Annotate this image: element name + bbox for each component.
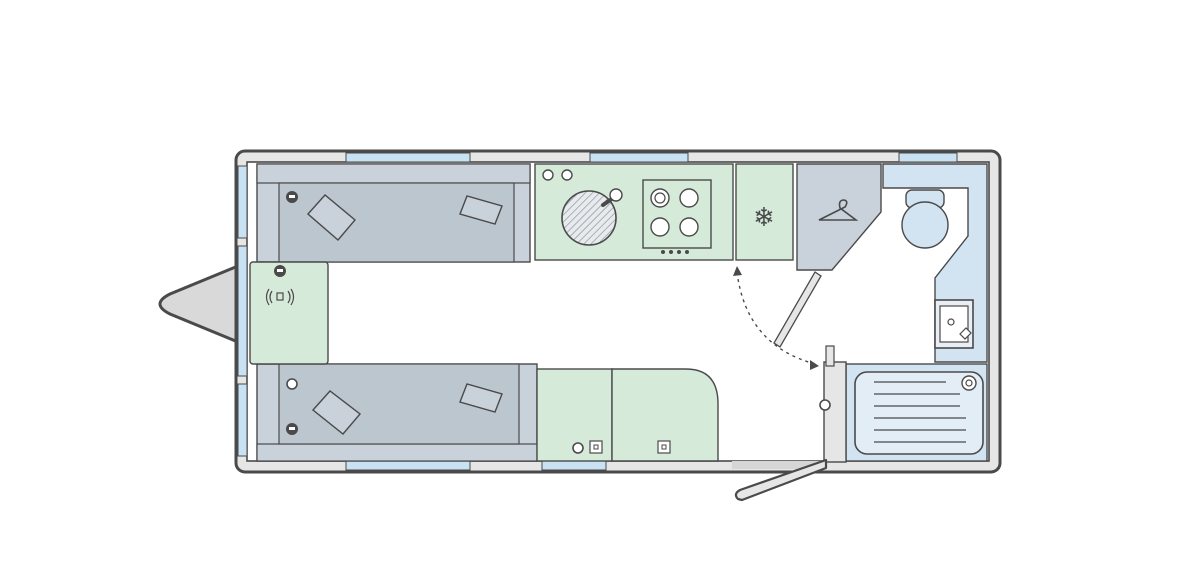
wardrobe-unit — [796, 163, 882, 271]
usb-socket-icon — [286, 423, 298, 435]
shower-tray-icon — [845, 363, 988, 462]
entrance-door — [734, 458, 828, 502]
sink-icon — [561, 190, 617, 246]
washbasin-icon — [934, 299, 974, 349]
window-front-3 — [237, 383, 248, 457]
door-jamb — [825, 345, 835, 367]
window-front-2 — [237, 245, 248, 377]
front-chest-unit — [249, 261, 329, 365]
wardrobe-hanger-icon — [818, 199, 859, 221]
usb-socket-icon — [286, 191, 298, 203]
usb-socket-icon — [274, 265, 286, 277]
pillow-icon — [459, 383, 503, 413]
window-bottom-left — [345, 460, 471, 471]
lounge-seat-bottom — [256, 363, 538, 462]
socket-icon — [561, 169, 573, 181]
washroom — [845, 163, 988, 462]
socket-icon — [542, 169, 554, 181]
entrance-door-threshold — [732, 461, 824, 469]
window-front-1 — [237, 165, 248, 239]
speaker-icon — [265, 288, 295, 306]
toilet-icon — [901, 189, 949, 249]
window-top-left — [345, 152, 471, 163]
lounge-seat-top — [256, 163, 531, 263]
window-top-kitchen — [589, 152, 689, 163]
window-top-washroom — [898, 152, 958, 163]
door-swing-arrow-icon — [736, 271, 816, 365]
hitch-a-frame — [158, 263, 240, 345]
usb-socket-icon — [589, 440, 603, 454]
window-bottom-mid — [541, 460, 607, 471]
fridge-unit: ❄ — [735, 163, 794, 261]
pillow-icon — [459, 195, 503, 225]
hob-icon — [642, 179, 712, 254]
washroom-door — [773, 271, 822, 348]
usb-socket-icon — [657, 440, 671, 454]
socket-icon — [572, 442, 584, 454]
rear-side-units — [536, 368, 719, 462]
socket-icon — [286, 378, 298, 390]
pillow-icon — [311, 390, 362, 435]
fridge-snowflake-icon: ❄ — [753, 203, 775, 233]
pillow-icon — [307, 194, 356, 241]
kitchen-unit — [534, 163, 734, 261]
washroom-partition — [823, 361, 847, 463]
socket-icon — [819, 399, 831, 411]
